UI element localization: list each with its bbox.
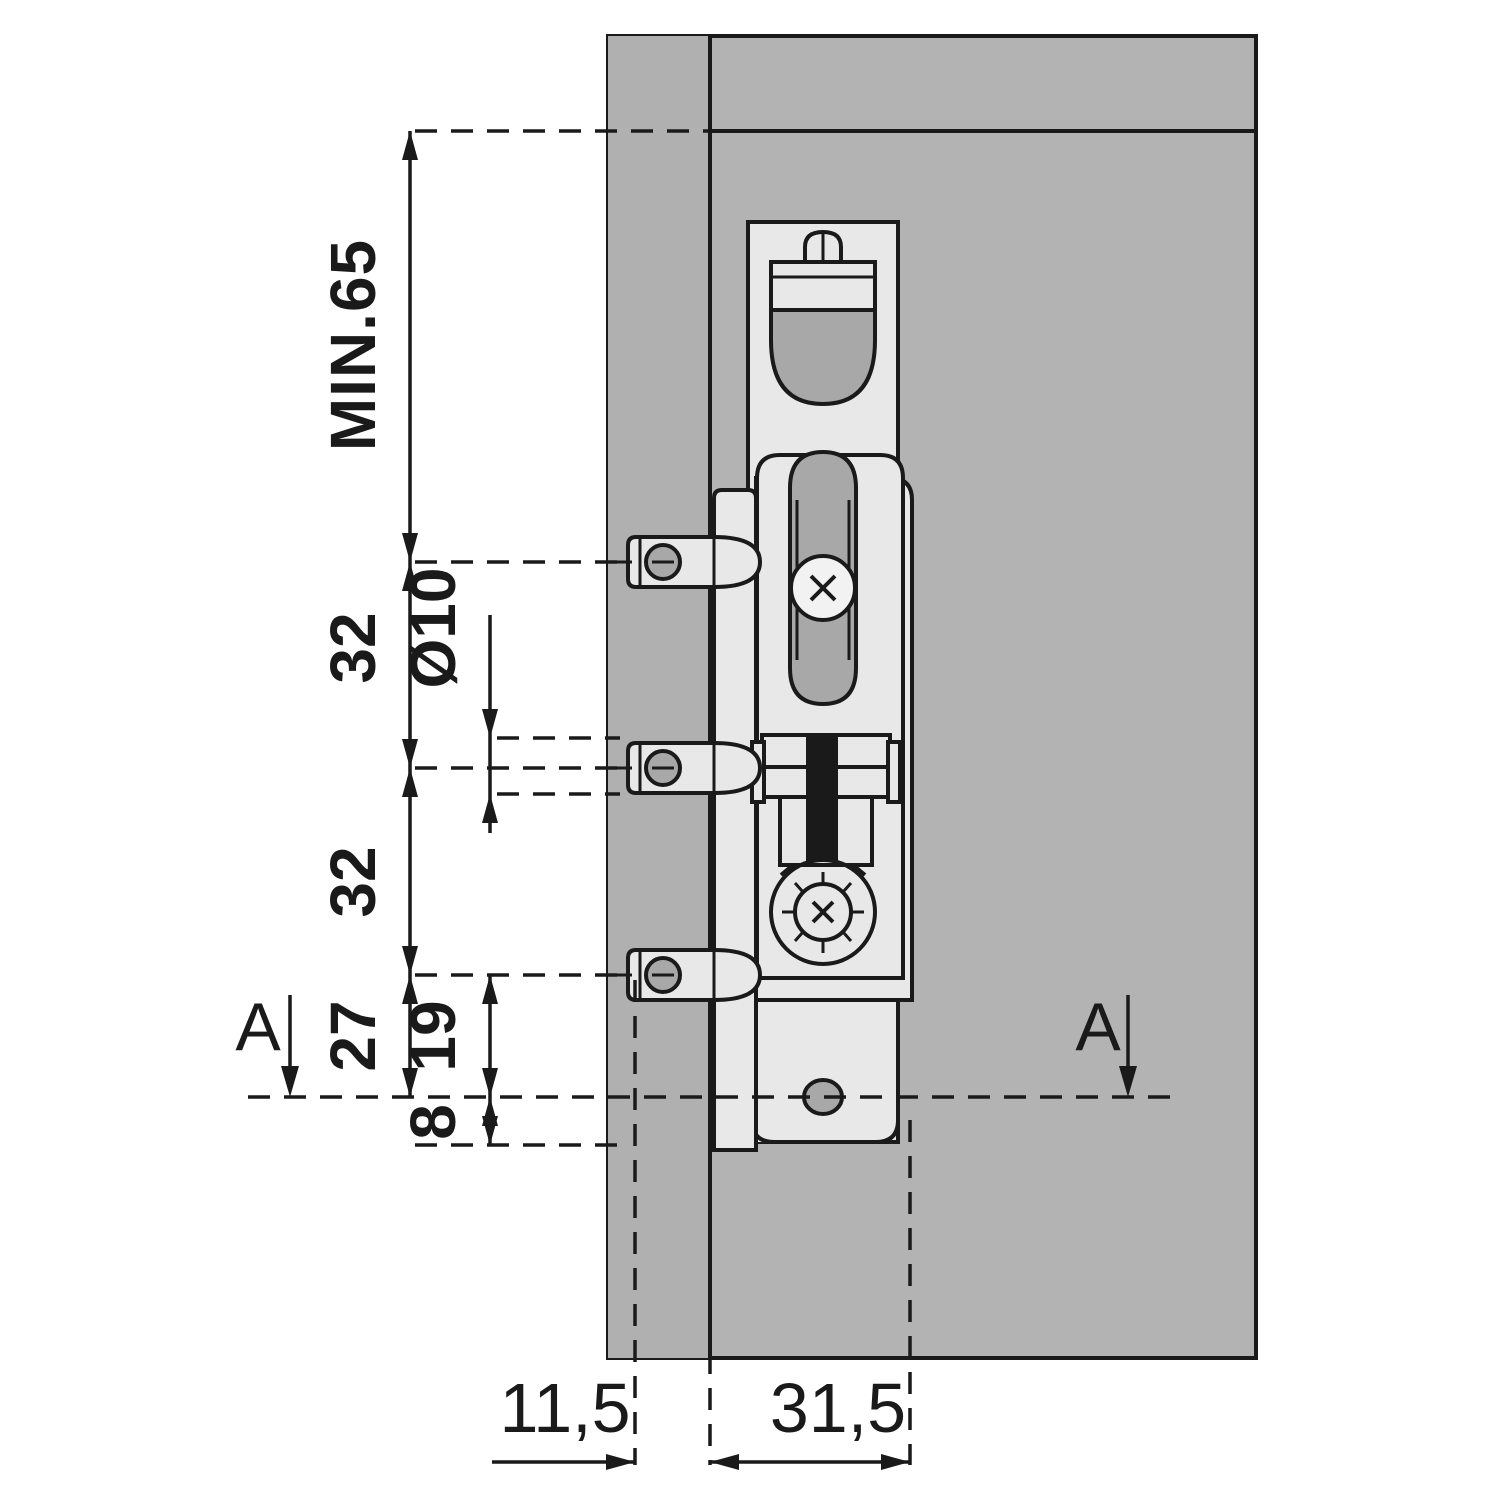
- dimension-27: 27: [317, 975, 418, 1097]
- bracket-left-wing: [712, 488, 758, 1152]
- adjuster-cross-2: [811, 900, 835, 924]
- rail-slot-black-lower: [806, 767, 838, 867]
- section-label-left: A: [235, 989, 281, 1065]
- dimension-label-31-5: 31,5: [770, 1369, 906, 1447]
- dimension-label-27: 27: [317, 1000, 389, 1071]
- dimension-31-5: 31,5: [710, 1369, 910, 1470]
- dimension-label-8: 8: [397, 1104, 469, 1140]
- cabinet-panel: [606, 34, 1258, 1360]
- knurled-adjuster: [769, 858, 877, 966]
- vertical-adjustment-slot: [788, 449, 858, 707]
- dimension-label-11-5: 11,5: [499, 1369, 630, 1447]
- dimension-label-19: 19: [397, 1000, 469, 1071]
- hanger-bracket-assembly: [712, 220, 914, 1152]
- bracket-body-bottom: [750, 998, 900, 1144]
- dimension-32-lower: 32: [317, 768, 418, 975]
- dimension-19: 19: [397, 975, 498, 1097]
- dimension-label-min65: MIN.65: [317, 239, 389, 451]
- extension-lines: [248, 129, 1170, 1147]
- dimension-diameter-10: Ø10: [397, 568, 498, 833]
- vertical-dim-guides: [633, 980, 912, 1465]
- dimension-label-32-lower: 32: [317, 846, 389, 917]
- rail-slot-black-upper: [806, 735, 838, 767]
- locking-rail: [750, 733, 902, 867]
- dimension-8: 8: [397, 1097, 498, 1145]
- dimension-32-upper: 32: [317, 562, 418, 768]
- cam-screw-cross-2: [809, 574, 837, 602]
- section-mark-right: A: [1075, 989, 1137, 1097]
- dowel-pin-bottom: [612, 948, 763, 1002]
- section-mark-left: A: [235, 989, 299, 1097]
- dowel-pin-middle: [612, 741, 763, 795]
- dimension-min65: MIN.65: [317, 131, 418, 562]
- dimension-label-32-upper: 32: [317, 612, 389, 683]
- dimension-11-5: 11,5: [492, 1369, 635, 1470]
- section-label-right: A: [1075, 989, 1121, 1065]
- bracket-top-cover: [769, 229, 877, 407]
- dimension-label-diameter10: Ø10: [397, 568, 469, 689]
- adjuster-knurl-teeth: [782, 872, 864, 953]
- dowel-pin-top: [612, 535, 763, 589]
- dowel-pins: [612, 535, 763, 1002]
